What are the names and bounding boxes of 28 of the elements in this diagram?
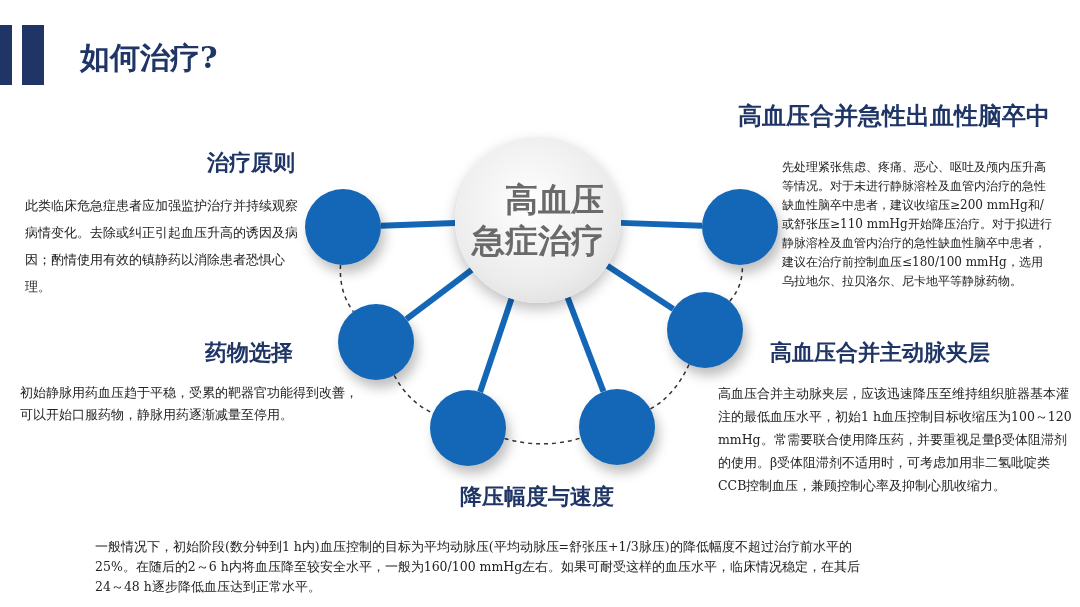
connector-line <box>404 267 474 322</box>
section-heading: 治疗原则 <box>206 148 295 177</box>
connector-line <box>564 296 607 393</box>
node-circle <box>430 390 506 466</box>
connector-line <box>477 297 515 393</box>
section-heading: 药物选择 <box>204 338 293 367</box>
hub-circle <box>455 137 621 303</box>
node-circle <box>579 389 655 465</box>
paragraph: 先处理紧张焦虑、疼痛、恶心、呕吐及颅内压升高等情况。对于未进行静脉溶栓及血管内治疗的急性缺血性脑卒中患者，建议收缩压≥200 mmHg和/或舒张压≥110 mmHg开始降压治疗。对于拟进行静脉溶栓及血管内治疗的急性缺血性脑卒中患者，建议在治疗前控制血压≤180/100 mmHg，选用乌拉地尔、拉贝洛尔、尼卡地平等静脉药物。 <box>782 159 1053 290</box>
dashed-arc <box>339 264 355 313</box>
section-heading: 降压幅度与速度 <box>460 482 615 511</box>
section-heading: 高血压合并急性出血性脑卒中 <box>738 100 1051 132</box>
connector-line <box>620 219 703 229</box>
node-circle <box>338 304 414 380</box>
node-circle <box>667 292 743 368</box>
node-circle <box>305 189 381 265</box>
paragraph: 初始静脉用药血压趋于平稳，受累的靶器官功能得到改善，可以开始口服药物，静脉用药逐渐减量至停用。 <box>20 384 359 424</box>
section-heading: 高血压合并主动脉夹层 <box>770 338 991 367</box>
connector-line <box>380 220 456 229</box>
node-circle <box>702 189 778 265</box>
paragraph: 此类临床危急症患者应加强监护治疗并持续观察病情变化。去除或纠正引起血压升高的诱因及病因；酌情使用有效的镇静药以消除患者恐惧心理。 <box>25 197 299 296</box>
connector-line <box>605 263 675 312</box>
page-title: 如何治疗? <box>80 39 218 77</box>
paragraph: 一般情况下，初始阶段(数分钟到1 h内)血压控制的目标为平均动脉压(平均动脉压=舒张压+1/3脉压)的降低幅度不超过治疗前水平的25%。在随后的2～6 h内将血压降至较安全水平，一般为160/100 mmHg左右。如果可耐受这样的血压水平，临床情况稳定，在其后24～48 h逐步降低血压达到正常水平。 <box>95 538 862 596</box>
paragraph: 高血压合并主动脉夹层，应该迅速降压至维持组织脏器基本灌注的最低血压水平，初始1 h血压控制目标收缩压为100～120 mmHg。常需要联合使用降压药，并要重视足量β受体阻滞剂的使用。β受体阻滞剂不适用时，可考虑加用非二氢吡啶类CCB控制血压，兼顾控制心率及抑制心肌收缩力。 <box>718 385 1073 495</box>
hub-text: 高血压急症治疗 <box>472 178 604 262</box>
dashed-arc <box>503 437 582 445</box>
dashed-arc <box>649 363 690 410</box>
